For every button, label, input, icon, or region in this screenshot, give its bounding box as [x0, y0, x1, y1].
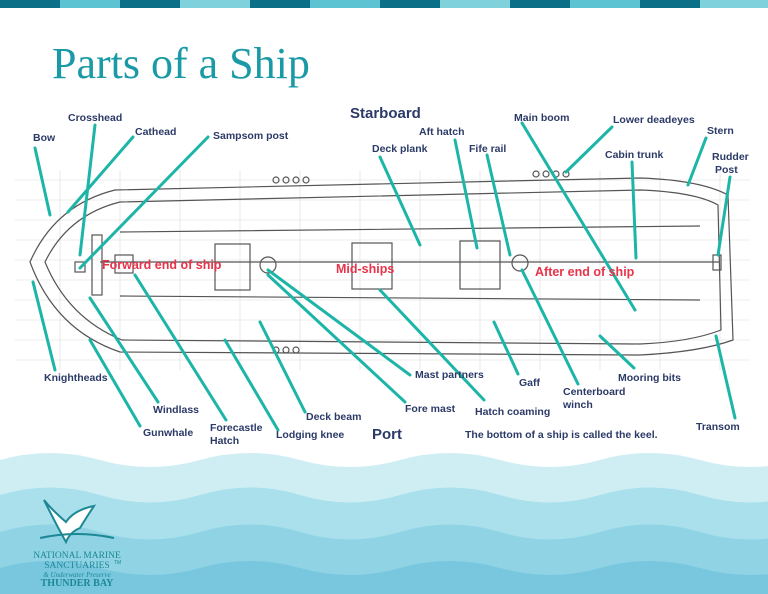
- label-knightheads: Knightheads: [44, 372, 108, 384]
- label-rudder: Rudder: [712, 151, 749, 163]
- footer-waves: [0, 453, 768, 594]
- label-forecastle: Forecastle: [210, 422, 263, 434]
- label-stern: Stern: [707, 125, 734, 137]
- label-deck-beam: Deck beam: [306, 411, 361, 423]
- label-main-boom: Main boom: [514, 112, 569, 124]
- label-lodging-knee: Lodging knee: [276, 429, 344, 441]
- label-lower-deadeyes: Lower deadeyes: [613, 114, 695, 126]
- label-crosshead: Crosshead: [68, 112, 122, 124]
- mid-ships-label: Mid-ships: [336, 262, 394, 276]
- logo-line-1: NATIONAL MARINE: [33, 551, 121, 561]
- label-sampson-post: Sampsom post: [213, 130, 289, 142]
- label-aft-hatch: Aft hatch: [419, 126, 465, 138]
- label-fife-rail: Fife rail: [469, 143, 506, 155]
- leader-lines: [31, 121, 737, 432]
- logo-line-4: THUNDER BAY: [40, 578, 114, 589]
- label-centerboard-winch: winch: [562, 399, 593, 411]
- label-gaff: Gaff: [519, 377, 541, 389]
- after-end-label: After end of ship: [535, 265, 635, 279]
- keel-note: The bottom of a ship is called the keel.: [465, 429, 658, 441]
- label-centerboard: Centerboard: [563, 386, 625, 398]
- label-rudder-post: Post: [715, 164, 738, 176]
- starboard-label: Starboard: [350, 105, 421, 122]
- label-mast-partners: Mast partners: [415, 369, 484, 381]
- label-transom: Transom: [696, 421, 740, 433]
- whale-tail-logo: [39, 499, 115, 545]
- label-fore-mast: Fore mast: [405, 403, 456, 415]
- label-deck-plank: Deck plank: [372, 143, 428, 155]
- top-accent-bar: [0, 0, 768, 8]
- slide-title: Parts of a Ship: [52, 39, 310, 88]
- label-cathead: Cathead: [135, 126, 176, 138]
- logo-line-3: & Underwater Preserve: [43, 571, 111, 579]
- logo-line-2: SANCTUARIES: [44, 561, 110, 571]
- label-cabin-trunk: Cabin trunk: [605, 149, 663, 161]
- port-label: Port: [372, 426, 402, 443]
- label-hatch-coaming: Hatch coaming: [475, 406, 550, 418]
- label-windlass: Windlass: [153, 404, 199, 416]
- label-forecastle-hatch: Hatch: [210, 435, 239, 447]
- forward-end-label: Forward end of ship: [102, 258, 222, 272]
- label-mooring-bits: Mooring bits: [618, 372, 681, 384]
- label-bow: Bow: [33, 132, 56, 144]
- logo-trademark: TM: [114, 560, 122, 566]
- label-gunwhale: Gunwhale: [143, 427, 193, 439]
